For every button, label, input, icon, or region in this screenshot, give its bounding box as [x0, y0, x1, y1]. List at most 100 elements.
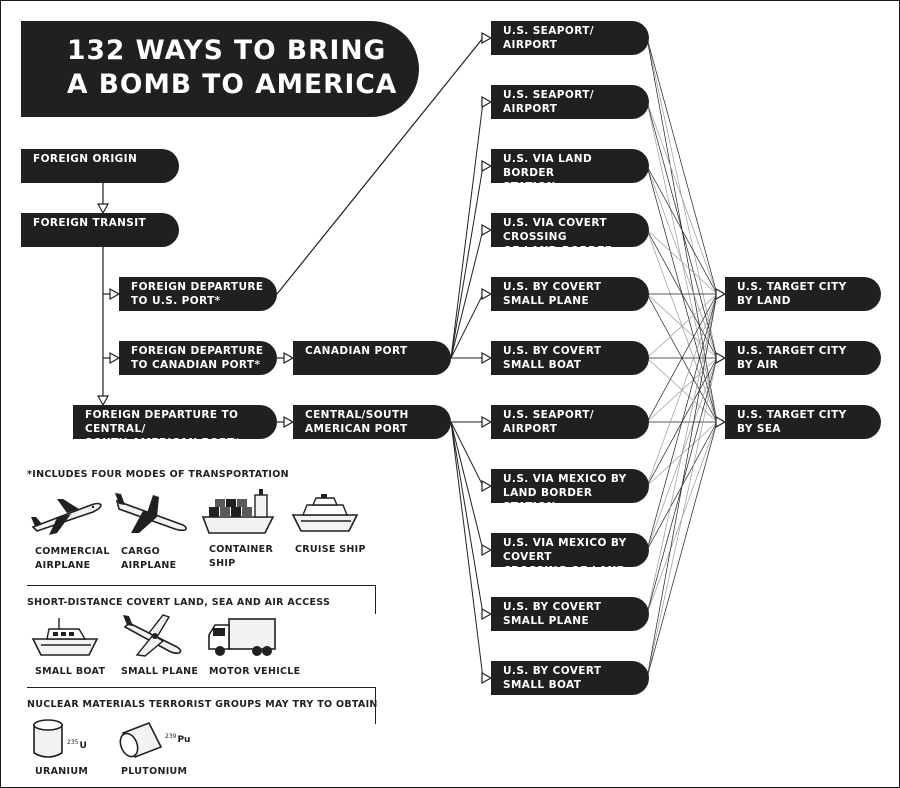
arrow-into-entry-10 [481, 607, 493, 621]
label-line-1: CRUISE SHIP [295, 544, 366, 555]
connector-entry-11-to-target-2 [646, 357, 718, 679]
node-label-1: U.S. VIA LAND BORDER [503, 153, 593, 179]
connector-entry-9-to-target-1 [646, 293, 718, 551]
legend-plutonium-label: PLUTONIUM [121, 766, 188, 777]
legend-transport-heading: *INCLUDES FOUR MODES OF TRANSPORTATION [27, 469, 289, 480]
connector-canadian-to-entry-3 [450, 165, 484, 359]
uranium-isotope: 235U [67, 739, 87, 751]
node-label-1: FOREIGN DEPARTURE TO CENTRAL/ [85, 409, 239, 435]
node-us-entry-9: U.S. VIA MEXICO BY COVERT CROSSING OF LA… [491, 533, 649, 591]
node-label-2: BY LAND [737, 295, 791, 307]
node-label-1: U.S. TARGET CITY [737, 345, 847, 357]
uranium-mass-number: 235 [67, 739, 79, 746]
arrow-into-target-3 [715, 415, 727, 429]
commercial-airplane-icon [31, 499, 102, 535]
legend-container-ship-label: CONTAINER SHIP [209, 543, 273, 571]
connector-entry-2-to-target-1 [646, 101, 718, 295]
node-label-2: AIRPORT [503, 423, 558, 435]
node-label-1: U.S. TARGET CITY [737, 281, 847, 293]
node-label-2: OF LAND BORDER [503, 245, 614, 257]
connector-central-south-to-entry-10 [450, 421, 484, 615]
small-boat-icon [31, 618, 99, 656]
motor-vehicle-icon [208, 618, 276, 656]
legend-commercial-airplane-label: COMMERCIAL AIRPLANE [35, 545, 110, 573]
uranium-symbol: U [79, 741, 87, 751]
node-label-2: SMALL PLANE [503, 615, 590, 627]
plutonium-isotope: 239Pu [165, 733, 190, 745]
node-label: CANADIAN PORT [305, 345, 408, 357]
legend-small-boat-label: SMALL BOAT [35, 666, 106, 677]
node-label-2: AIRPORT [503, 103, 558, 115]
legend-cargo-airplane-label: CARGO AIRPLANE [121, 545, 176, 573]
arrow-into-entry-1 [481, 31, 493, 45]
connector-entry-11-to-target-3 [646, 421, 718, 679]
small-plane-icon [123, 614, 182, 657]
title-line-2: A BOMB TO AMERICA [67, 69, 398, 100]
node-label-2: CROSSING OF LAND BORDER [503, 565, 626, 591]
legend-divider-2 [27, 687, 376, 724]
node-us-entry-6: U.S. BY COVERT SMALL BOAT [491, 341, 649, 375]
node-label-2: SMALL PLANE [503, 295, 590, 307]
connector-entry-6-to-target-1 [646, 293, 718, 359]
arrow-into-target-2 [715, 351, 727, 365]
connector-central-south-to-entry-11 [450, 421, 484, 679]
label-line-2: AIRPLANE [121, 560, 177, 571]
arrow-into-entry-5 [481, 287, 493, 301]
node-label-1: U.S. BY COVERT [503, 345, 602, 357]
node-label-1: U.S. BY COVERT [503, 281, 602, 293]
arrow-into-entry-4 [481, 223, 493, 237]
node-label-2: AIRPORT [503, 39, 558, 51]
title-line-1: 132 WAYS TO BRING [67, 35, 387, 66]
connector-canadian-to-entry-2 [450, 101, 484, 359]
legend-covert-heading: SHORT-DISTANCE COVERT LAND, SEA AND AIR … [27, 597, 331, 608]
plutonium-symbol: Pu [177, 735, 191, 745]
plutonium-cylinder-icon [119, 721, 163, 759]
arrow-into-entry-7 [481, 415, 493, 429]
node-us-entry-2: U.S. SEAPORT/ AIRPORT [491, 85, 649, 119]
connector-entry-11-to-target-1 [646, 293, 718, 679]
container-ship-icon [201, 489, 275, 534]
node-target-by-air: U.S. TARGET CITY BY AIR [725, 341, 881, 375]
arrow-into-departure-canadian-port [109, 351, 121, 365]
connector-entry-1-to-target-1 [646, 37, 718, 295]
node-label-1: U.S. BY COVERT [503, 665, 602, 677]
arrow-into-departure-us-port [109, 287, 121, 301]
node-label-2: SMALL BOAT [503, 359, 582, 371]
legend-motor-vehicle-label: MOTOR VEHICLE [209, 666, 301, 677]
node-label-1: FOREIGN DEPARTURE [131, 281, 264, 293]
arrow-into-entry-6 [481, 351, 493, 365]
connector-central-south-to-entry-9 [450, 421, 484, 551]
node-foreign-transit: FOREIGN TRANSIT [21, 213, 179, 247]
connector-central-south-to-entry-8 [450, 421, 484, 487]
node-label-1: U.S. VIA COVERT CROSSING [503, 217, 607, 243]
label-line-1: COMMERCIAL [35, 546, 110, 557]
connector-canadian-to-entry-5 [450, 293, 484, 359]
arrow-into-entry-2 [481, 95, 493, 109]
node-label-1: U.S. SEAPORT/ [503, 25, 595, 37]
legend-small-plane-label: SMALL PLANE [121, 666, 199, 677]
arrow-into-departure-central-south [96, 395, 110, 407]
node-us-entry-10: U.S. BY COVERT SMALL PLANE [491, 597, 649, 631]
node-foreign-origin: FOREIGN ORIGIN [21, 149, 179, 183]
arrow-into-foreign-transit [96, 203, 110, 215]
uranium-cylinder-icon [33, 719, 63, 758]
node-label-1: CENTRAL/SOUTH [305, 409, 409, 421]
connector-canadian-to-entry-4 [450, 229, 484, 359]
legend-divider-1 [27, 585, 376, 614]
cruise-ship-icon [291, 494, 359, 532]
node-label-2: BY AIR [737, 359, 779, 371]
node-us-entry-8: U.S. VIA MEXICO BY LAND BORDER STATION [491, 469, 649, 513]
node-central-south-american-port: CENTRAL/SOUTH AMERICAN PORT [293, 405, 451, 439]
node-label-1: U.S. VIA MEXICO BY [503, 473, 627, 485]
label-line-1: CONTAINER [209, 544, 274, 555]
arrow-into-entry-3 [481, 159, 493, 173]
plutonium-mass-number: 239 [165, 733, 177, 740]
legend-uranium-label: URANIUM [35, 766, 89, 777]
node-label-2: LAND BORDER STATION [503, 487, 593, 513]
arrow-into-central-south-port [283, 415, 295, 429]
legend-nuclear-heading: NUCLEAR MATERIALS TERRORIST GROUPS MAY T… [27, 699, 378, 710]
node-target-by-sea: U.S. TARGET CITY BY SEA [725, 405, 881, 439]
node-us-entry-4: U.S. VIA COVERT CROSSING OF LAND BORDER [491, 213, 649, 257]
node-label-2: STATION [503, 181, 556, 193]
